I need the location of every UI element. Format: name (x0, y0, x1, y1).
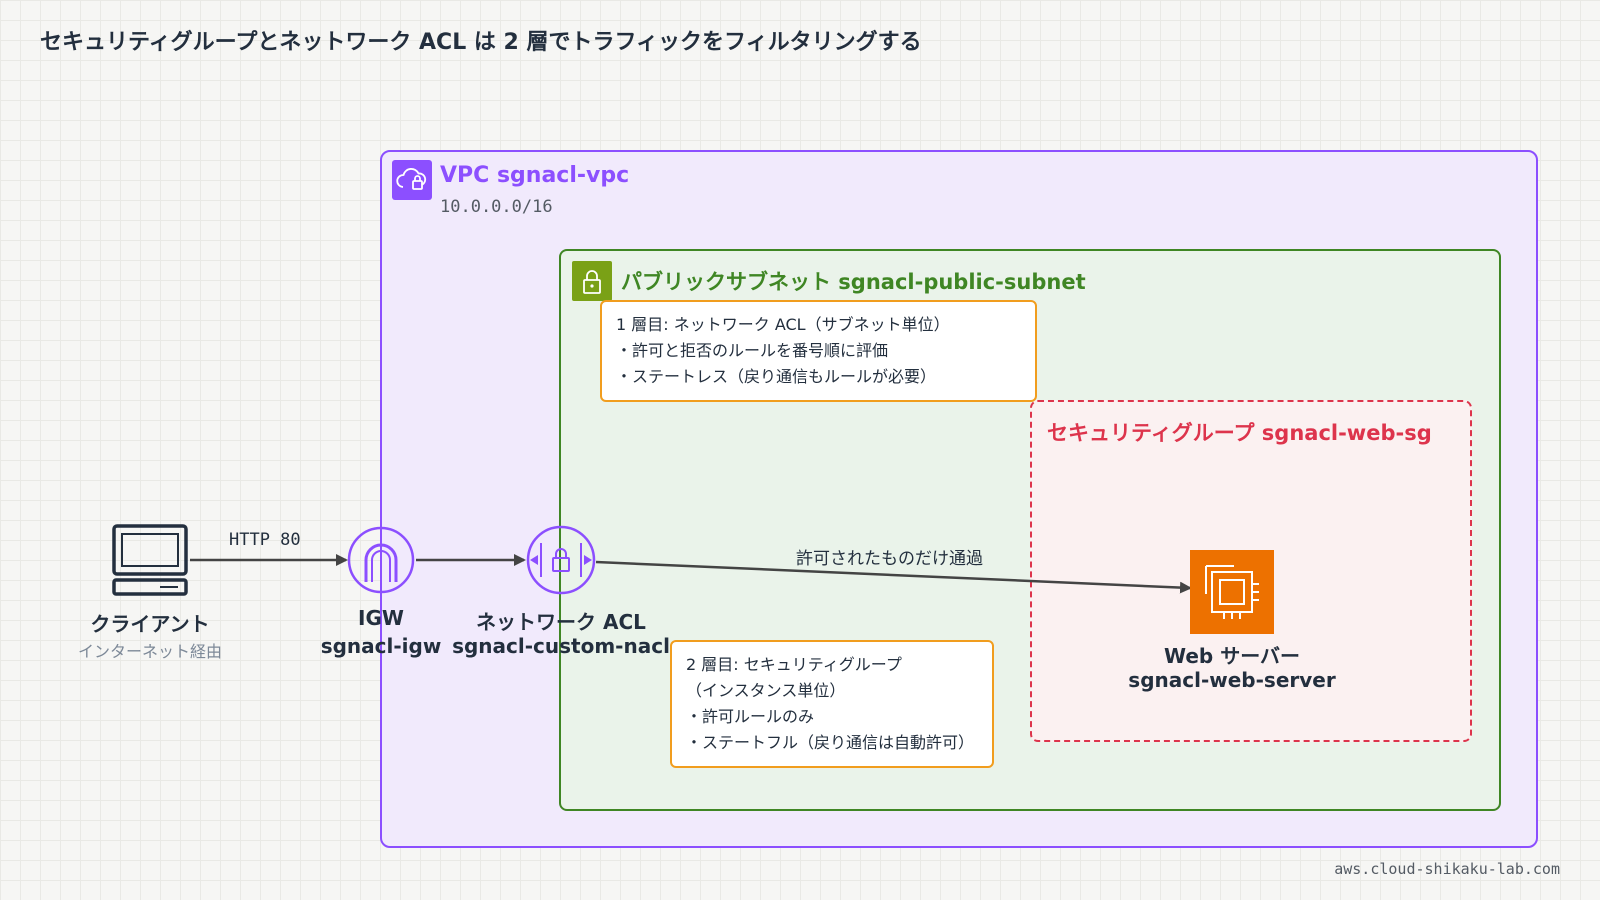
laptop-icon (112, 524, 188, 596)
network-acl-icon (526, 525, 596, 595)
internet-gateway-icon (347, 526, 415, 594)
layer2-note-line: ・許可ルールのみ (686, 707, 815, 726)
layer1-note-line: 1 層目: ネットワーク ACL（サブネット単位） (616, 315, 950, 334)
layer2-note: 2 層目: セキュリティグループ （インスタンス単位） ・許可ルールのみ ・ステ… (670, 640, 994, 768)
web-server-label: Web サーバー (1164, 644, 1300, 668)
page-title: セキュリティグループとネットワーク ACL は 2 層でトラフィックをフィルタリ… (40, 30, 922, 55)
layer1-note-line: ・ステートレス（戻り通信もルールが必要） (616, 367, 937, 386)
security-group-title: セキュリティグループ sgnacl-web-sg (1047, 421, 1432, 445)
client-sublabel: インターネット経由 (77, 642, 223, 661)
layer2-note-line: （インスタンス単位） (686, 681, 846, 700)
edge-label-http: HTTP 80 (229, 530, 301, 550)
edge-label-allowed: 許可されたものだけ通過 (796, 549, 983, 569)
security-group-container (1030, 400, 1472, 742)
igw-label: IGW (358, 606, 404, 630)
nacl-sublabel: sgnacl-custom-nacl (452, 634, 670, 658)
vpc-title: VPC sgnacl-vpc (440, 163, 630, 188)
nacl-label: ネットワーク ACL (476, 610, 646, 634)
vpc-cloud-lock-icon (392, 160, 432, 200)
padlock-icon (572, 261, 612, 301)
layer2-note-line: 2 層目: セキュリティグループ (686, 655, 902, 674)
edge-nacl-web (595, 560, 1192, 594)
layer2-note-line: ・ステートフル（戻り通信は自動許可） (686, 733, 975, 752)
client-label: クライアント (90, 612, 210, 636)
ec2-instance-icon (1190, 550, 1274, 634)
igw-sublabel: sgnacl-igw (320, 634, 442, 658)
layer1-note-line: ・許可と拒否のルールを番号順に評価 (616, 341, 889, 360)
layer1-note: 1 層目: ネットワーク ACL（サブネット単位） ・許可と拒否のルールを番号順… (600, 300, 1037, 402)
web-server-sublabel: sgnacl-web-server (1128, 668, 1336, 692)
subnet-title: パブリックサブネット sgnacl-public-subnet (621, 270, 1086, 294)
vpc-cidr: 10.0.0.0/16 (440, 197, 553, 217)
footer-url: aws.cloud-shikaku-lab.com (1334, 860, 1560, 878)
